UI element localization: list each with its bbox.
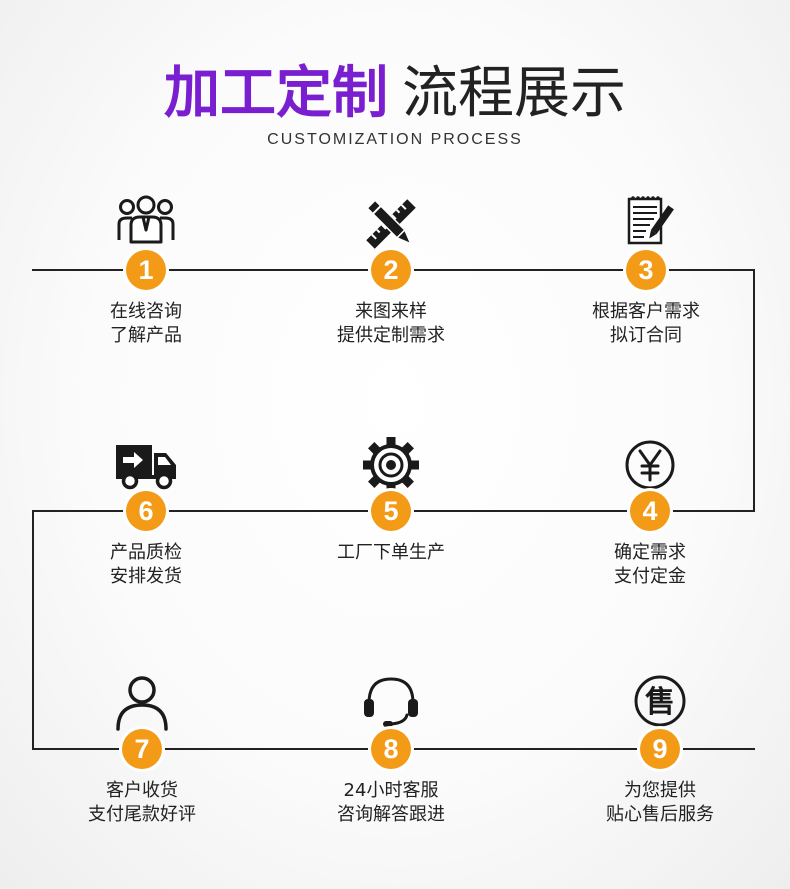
- step-number-badge: 5: [371, 491, 411, 531]
- step-number-badge: 9: [640, 729, 680, 769]
- process-step-3: 3 根据客户需求拟订合同: [556, 194, 736, 384]
- page-subtitle: CUSTOMIZATION PROCESS: [267, 131, 523, 148]
- step-description: 确定需求支付定金: [614, 542, 686, 587]
- step-number-badge: 1: [126, 250, 166, 290]
- headset-icon: [364, 677, 418, 727]
- flow-line-left-turn: [32, 510, 34, 750]
- process-step-4: 4 确定需求支付定金: [560, 435, 740, 625]
- step-description: 来图来样提供定制需求: [337, 301, 445, 346]
- step-number-badge: 8: [371, 729, 411, 769]
- step-description: 为您提供贴心售后服务: [606, 780, 714, 825]
- step-description: 产品质检安排发货: [110, 542, 182, 587]
- process-step-9: 售 9 为您提供贴心售后服务: [570, 673, 750, 863]
- step-description: 工厂下单生产: [337, 542, 445, 563]
- group-people-icon: [117, 195, 175, 244]
- gear-icon: [363, 437, 419, 493]
- after-sales-icon: 售: [634, 675, 686, 727]
- notepad-pen-icon: [627, 196, 674, 245]
- step-description: 根据客户需求拟订合同: [592, 301, 700, 346]
- step-number-badge: 3: [626, 250, 666, 290]
- pencil-ruler-icon: [366, 199, 416, 249]
- step-description: 客户收货支付尾款好评: [88, 780, 196, 825]
- step-number-badge: 6: [126, 491, 166, 531]
- step-description: 24小时客服咨询解答跟进: [337, 780, 445, 825]
- user-icon: [116, 676, 168, 731]
- step-number-badge: 4: [630, 491, 670, 531]
- process-step-8: 8 24小时客服咨询解答跟进: [301, 673, 481, 863]
- step-number-badge: 7: [122, 729, 162, 769]
- step-description: 在线咨询了解产品: [110, 301, 182, 346]
- process-step-1: 1 在线咨询了解产品: [56, 194, 236, 384]
- flow-line-right-turn: [753, 269, 755, 512]
- delivery-truck-icon: [116, 445, 176, 490]
- process-step-5: 5 工厂下单生产: [301, 435, 481, 625]
- page-title: 加工定制流程展示: [0, 58, 790, 130]
- process-step-2: 2 来图来样提供定制需求: [301, 194, 481, 384]
- process-step-6: 6 产品质检安排发货: [56, 435, 236, 625]
- title-highlight: 加工定制: [164, 61, 388, 126]
- process-step-7: 7 客户收货支付尾款好评: [52, 673, 232, 863]
- yen-coin-icon: [625, 440, 675, 490]
- title-rest: 流程展示: [402, 61, 626, 126]
- step-number-badge: 2: [371, 250, 411, 290]
- after-sales-glyph: 售: [645, 685, 675, 720]
